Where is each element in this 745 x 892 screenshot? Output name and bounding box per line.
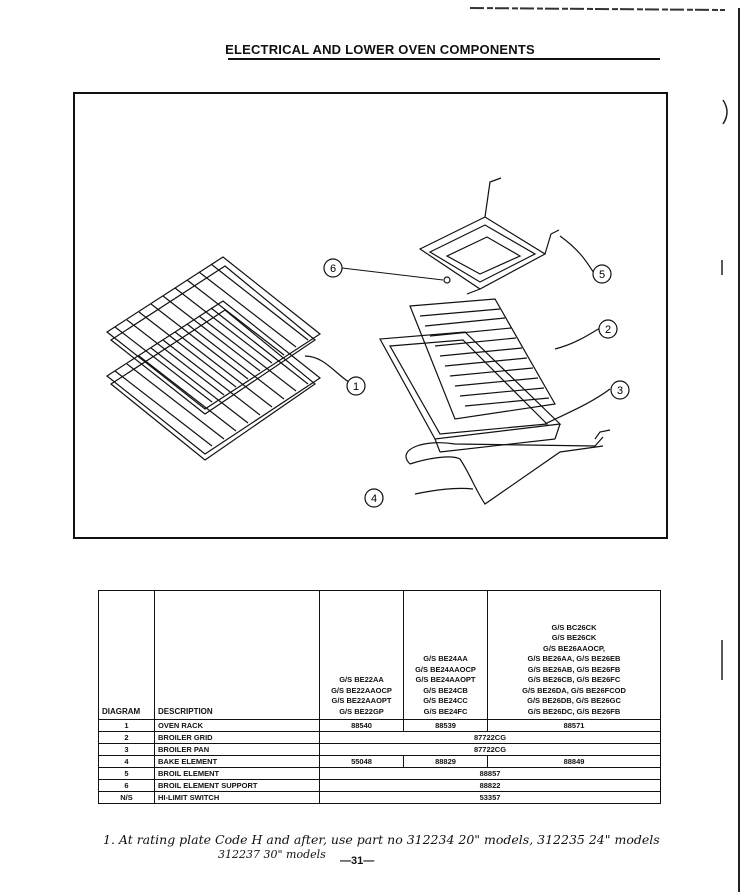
description-cell: BROILER GRID	[154, 731, 320, 744]
column-b-model-number: G/S BE24AAOCP	[415, 664, 476, 674]
column-a-model-number: G/S BE22AAOPT	[331, 696, 392, 705]
callout-3: 3	[610, 380, 630, 400]
part-number-cell: 53357	[319, 791, 661, 804]
page-title: ELECTRICAL AND LOWER OVEN COMPONENTS	[225, 42, 535, 57]
column-c-model-number: G/S BE26DA, G/S BE26FCOD	[522, 685, 626, 695]
callout-5: 5	[592, 264, 612, 284]
svg-text:1: 1	[353, 381, 359, 393]
description-cell: BROILER PAN	[154, 743, 320, 756]
diagram-number-cell: 2	[98, 731, 155, 744]
svg-text:6: 6	[330, 263, 336, 275]
column-c-model-number: G/S BE26AAOCP,	[543, 643, 605, 653]
scan-top-artifact	[469, 7, 725, 11]
part-number-cell: 88849	[487, 755, 661, 768]
exploded-diagram: 1 2 3 4 5 6	[73, 92, 668, 539]
title-underline	[228, 58, 660, 60]
bake-element-drawing	[405, 429, 611, 505]
description-cell: BROIL ELEMENT	[154, 767, 320, 780]
part-number-cell: 88539	[403, 719, 488, 732]
column-c-model-number: G/S BC26CK	[551, 622, 597, 632]
column-a-model-number: G/S BE22AA	[339, 675, 384, 684]
diagram-number-cell: 6	[98, 779, 155, 792]
part-number-cell: 88822	[319, 779, 661, 792]
column-b-model-number: G/S BE24AA	[423, 654, 468, 663]
diagram-number-cell: 5	[98, 767, 155, 780]
part-number-cell: 88571	[487, 719, 661, 732]
oven-rack-lower-drawing	[105, 300, 322, 461]
part-number-cell: 88540	[319, 719, 404, 732]
diagram-column-header: DIAGRAM	[98, 590, 155, 720]
description-cell: BROIL ELEMENT SUPPORT	[154, 779, 320, 792]
description-cell: BAKE ELEMENT	[154, 755, 320, 768]
column-b-model-number: G/S BE24CC	[423, 696, 468, 705]
column-c-model-number: G/S BE26AB, G/S BE26FB	[527, 664, 621, 674]
part-number-cell: 55048	[319, 755, 404, 768]
svg-text:5: 5	[599, 269, 605, 281]
scan-edge-artifact	[721, 8, 740, 892]
description-cell: OVEN RACK	[154, 719, 320, 732]
column-a-model-number: G/S BE22AAOCP	[331, 685, 392, 695]
diagram-number-cell: 3	[98, 743, 155, 756]
part-number-cell: 87722CG	[319, 731, 661, 744]
callout-4: 4	[364, 488, 384, 508]
svg-text:2: 2	[605, 324, 611, 336]
description-cell: HI-LIMIT SWITCH	[154, 791, 320, 804]
diagram-drawing: 1 2 3 4 5 6	[105, 177, 630, 508]
handwritten-footnote-continued: 312237 30" models	[218, 848, 326, 861]
callout-2: 2	[598, 319, 618, 339]
column-a-model-number: G/S BE22GP	[339, 706, 384, 716]
oven-rack-upper-drawing	[105, 256, 322, 415]
column-c-model-number: G/S BE26CB, G/S BE26FC	[527, 675, 621, 684]
column-c-model-number: G/S BE26DC, G/S BE26FB	[527, 706, 621, 716]
diagram-number-cell: N/S	[98, 791, 155, 804]
svg-text:4: 4	[371, 493, 377, 505]
column-c-model-number: G/S BE26CK	[551, 633, 597, 642]
column-b-model-number: G/S BE24AAOPT	[415, 675, 476, 684]
diagram-number-cell: 1	[98, 719, 155, 732]
column-b-model-number: G/S BE24CB	[423, 685, 468, 695]
broiler-pan-drawing	[379, 331, 562, 453]
diagram-number-cell: 4	[98, 755, 155, 768]
part-number-cell: 88829	[403, 755, 488, 768]
svg-text:3: 3	[617, 385, 623, 397]
description-column-header: DESCRIPTION	[154, 590, 320, 720]
column-b-model-number: G/S BE24FC	[423, 706, 468, 716]
callout-1: 1	[346, 376, 366, 396]
column-c-model-number: G/S BE26AA, G/S BE26EB	[527, 654, 621, 663]
part-number-cell: 87722CG	[319, 743, 661, 756]
handwritten-footnote: 1. At rating plate Code H and after, use…	[103, 832, 660, 847]
broil-element-drawing	[418, 177, 560, 295]
page-number: —31—	[340, 855, 375, 867]
column-c-model-number: G/S BE26DB, G/S BE26GC	[527, 696, 621, 705]
part-number-cell: 88857	[319, 767, 661, 780]
callout-6: 6	[323, 258, 343, 278]
